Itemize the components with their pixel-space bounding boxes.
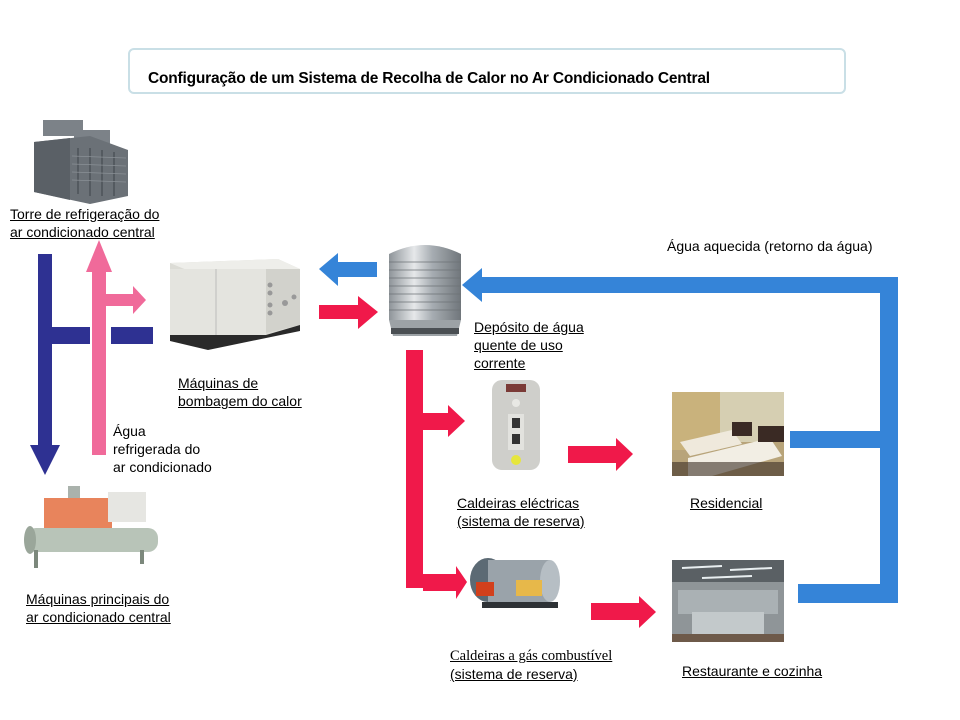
hot-water-tank-label: Depósito de água quente de uso corrente: [474, 318, 584, 372]
label-line: Máquinas de: [178, 375, 259, 391]
electric-boiler-label: Caldeiras eléctricas (sistema de reserva…: [457, 494, 585, 530]
chiller-label: Máquinas principais do ar condicionado c…: [26, 590, 171, 626]
chilled-water-annotation: Água refrigerada do ar condicionado: [113, 422, 212, 476]
heat-pump-label: Máquinas de bombagem do calor: [178, 374, 302, 410]
cooling-tower-label: Torre de refrigeração do ar condicionado…: [10, 205, 159, 241]
label-line: Caldeiras eléctricas: [457, 495, 580, 511]
heat-pump-icon: [170, 259, 300, 350]
return-to-heat-pump-arrow: [319, 253, 377, 286]
cooling-supply-arrow: [86, 240, 146, 455]
label-line: corrente: [474, 355, 526, 371]
label-line: ar condicionado central: [26, 609, 171, 625]
water-tank-icon: [389, 245, 461, 336]
label-line: quente de uso: [474, 337, 563, 353]
label-line: Torre de refrigeração do: [10, 206, 160, 222]
electric-boiler-icon: [492, 380, 540, 470]
bedroom-photo-icon: [672, 392, 784, 476]
label-line: ar condicionado central: [10, 224, 155, 240]
label-line: (sistema de reserva): [457, 513, 585, 529]
return-water-loop: [462, 268, 898, 603]
cooling-tower-icon: [34, 120, 128, 204]
chiller-icon: [24, 486, 158, 568]
label-line: (sistema de reserva): [450, 666, 578, 682]
annotation-line: ar condicionado: [113, 459, 212, 475]
label-line: Caldeiras a gás combustível: [450, 648, 613, 664]
kitchen-photo-icon: [672, 560, 784, 642]
return-water-annotation: Água aquecida (retorno da água): [667, 238, 873, 254]
restaurant-label: Restaurante e cozinha: [682, 663, 823, 679]
label-line: Máquinas principais do: [26, 591, 170, 607]
label-line: Depósito de água: [474, 319, 584, 335]
label-line: bombagem do calor: [178, 393, 302, 409]
gas-boiler-label: Caldeiras a gás combustível (sistema de …: [450, 647, 612, 683]
title-box: Configuração de um Sistema de Recolha de…: [128, 48, 846, 94]
hot-water-distribution: [406, 350, 656, 628]
cooling-return-arrow: [30, 254, 153, 475]
annotation-line: refrigerada do: [113, 441, 201, 457]
gas-boiler-icon: [470, 558, 560, 608]
annotation-line: Água: [113, 423, 146, 439]
hot-to-tank-arrow: [319, 296, 378, 329]
residential-label: Residencial: [690, 495, 763, 511]
diagram-title: Configuração de um Sistema de Recolha de…: [148, 70, 710, 87]
